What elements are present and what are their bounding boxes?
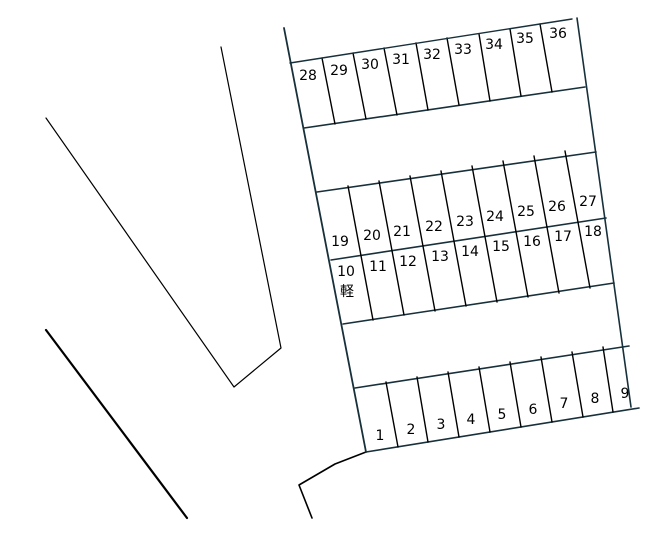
stall-15: 15 <box>492 239 510 255</box>
stall-33: 33 <box>454 42 472 58</box>
top-row-divider <box>539 23 553 93</box>
middle-row-divider <box>471 165 498 303</box>
stall-26: 26 <box>548 199 566 215</box>
stall-31: 31 <box>392 52 410 68</box>
lot-right-edge <box>576 17 632 408</box>
middle-row-divider <box>347 185 374 321</box>
top-row-divider <box>415 42 429 111</box>
stall-7: 7 <box>560 396 569 412</box>
stall-25: 25 <box>517 204 535 220</box>
stall-29: 29 <box>330 63 348 79</box>
stall-numbers: 28 29 30 31 32 33 34 35 36 19 20 21 22 2… <box>299 26 629 444</box>
stall-18: 18 <box>584 224 602 240</box>
middle-row-bottom-edge <box>342 282 615 325</box>
stall-4: 4 <box>467 412 476 428</box>
top-row-cap <box>289 18 573 64</box>
top-row-divider <box>352 52 367 120</box>
stall-2: 2 <box>407 422 416 438</box>
stall-8: 8 <box>591 391 600 407</box>
kei-car-mark: 軽 <box>340 284 354 300</box>
stall-14: 14 <box>461 244 479 260</box>
stall-20: 20 <box>363 228 381 244</box>
stall-34: 34 <box>485 37 503 53</box>
stall-21: 21 <box>393 224 411 240</box>
stall-5: 5 <box>498 407 507 423</box>
stall-22: 22 <box>425 219 443 235</box>
stall-9: 9 <box>621 386 630 402</box>
middle-row-center-line <box>330 217 607 261</box>
bottom-row-divider <box>540 356 553 423</box>
stall-16: 16 <box>523 234 541 250</box>
bottom-row-divider <box>602 346 614 413</box>
top-row-divider <box>478 33 491 102</box>
stall-36: 36 <box>549 26 567 42</box>
stall-10: 10 <box>337 264 355 280</box>
surrounding-roads <box>44 46 367 520</box>
stall-3: 3 <box>437 417 446 433</box>
aisle1-bottom-edge <box>316 151 597 193</box>
middle-row-divider <box>378 180 405 316</box>
stall-17: 17 <box>554 229 572 245</box>
thick-road-edge <box>44 328 189 520</box>
stall-23: 23 <box>456 214 474 230</box>
stall-11: 11 <box>369 259 387 275</box>
top-row-divider <box>509 28 522 97</box>
aisle2-bottom-edge <box>354 345 630 389</box>
stall-6: 6 <box>529 402 538 418</box>
stall-30: 30 <box>361 57 379 73</box>
stall-24: 24 <box>486 209 504 225</box>
top-row-divider <box>321 57 336 125</box>
bottom-row-divider <box>478 366 491 433</box>
middle-row-divider <box>502 160 529 298</box>
top-row-bottom-edge <box>303 86 586 129</box>
stall-28: 28 <box>299 68 317 84</box>
middle-row-divider <box>564 150 591 289</box>
bottom-row-divider <box>385 381 399 448</box>
stall-13: 13 <box>431 249 449 265</box>
thin-boundary-line <box>45 46 282 388</box>
top-row-divider <box>383 47 398 116</box>
stall-1: 1 <box>376 428 385 444</box>
entrance-road-edge <box>298 451 367 519</box>
lot-left-edge <box>283 27 367 453</box>
bottom-row-divider <box>447 371 460 438</box>
stall-dividers <box>289 18 614 448</box>
bottom-row-divider <box>509 361 522 428</box>
top-row-divider <box>446 37 460 106</box>
stall-27: 27 <box>579 194 597 210</box>
bottom-row-divider <box>571 351 584 418</box>
stall-12: 12 <box>399 254 417 270</box>
bottom-row-bottom-edge <box>365 407 640 453</box>
stall-19: 19 <box>331 234 349 250</box>
parking-lot-outline <box>283 17 640 453</box>
stall-35: 35 <box>516 31 534 47</box>
middle-row-divider <box>440 170 467 307</box>
stall-32: 32 <box>423 47 441 63</box>
middle-row-divider <box>533 155 560 294</box>
bottom-row-divider <box>416 376 429 443</box>
middle-row-divider <box>409 175 436 312</box>
